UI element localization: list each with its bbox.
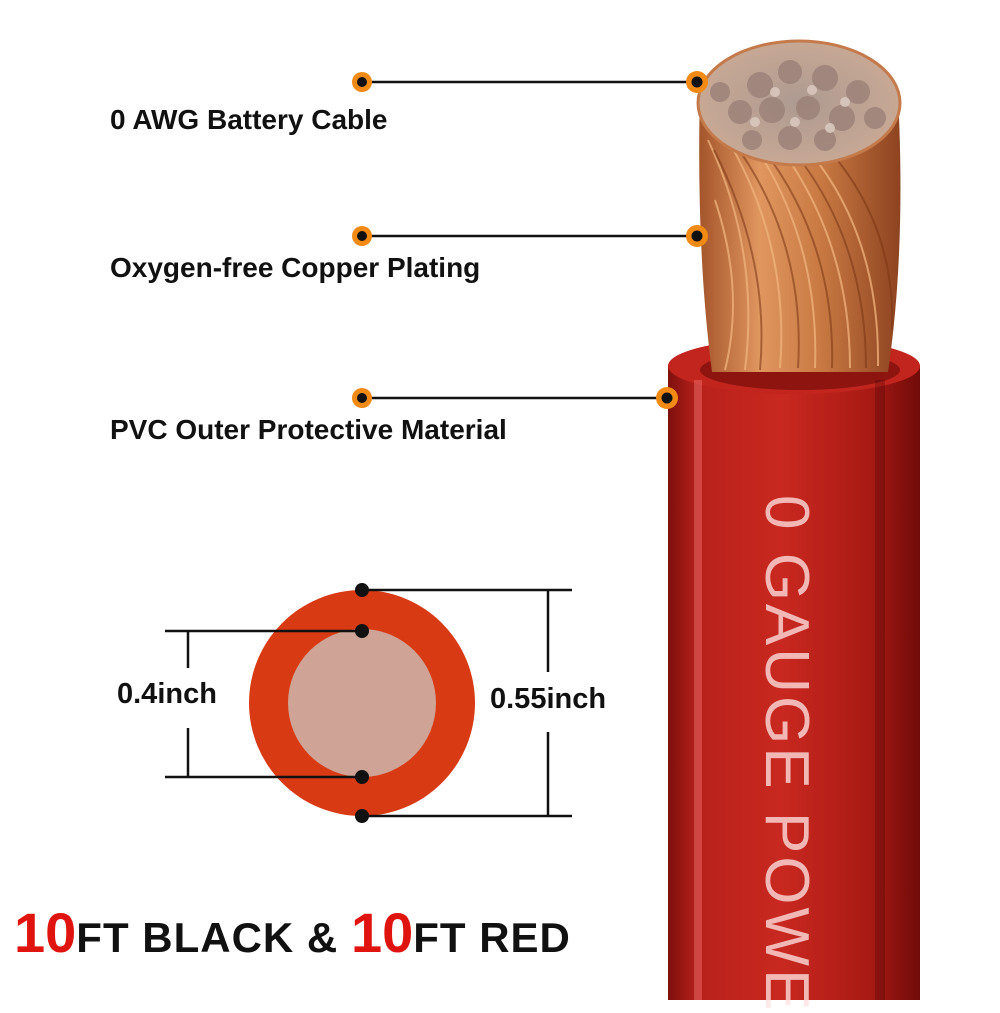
callout-label-copper-plating: Oxygen-free Copper Plating bbox=[110, 252, 481, 283]
length-number-black: 10 bbox=[14, 901, 77, 964]
length-banner: 10FT BLACK & 10FT RED bbox=[14, 905, 571, 961]
callout-label-battery-cable: 0 AWG Battery Cable bbox=[110, 104, 388, 135]
copper-strands bbox=[696, 39, 902, 372]
callout-copper-plating bbox=[352, 225, 708, 247]
callout-pvc-jacket bbox=[352, 387, 678, 409]
cable-print-text: 0 GAUGE POWE bbox=[752, 495, 821, 1013]
cable-cross-section bbox=[249, 590, 475, 816]
outer-diameter-dimension bbox=[355, 583, 572, 823]
conductor-core bbox=[288, 629, 436, 777]
length-text-red: FT RED bbox=[413, 914, 571, 961]
callout-battery-cable bbox=[352, 71, 708, 93]
length-text-black: FT BLACK & bbox=[76, 914, 351, 961]
outer-diameter-label: 0.55inch bbox=[490, 683, 607, 715]
inner-diameter-dimension bbox=[165, 624, 369, 784]
callout-label-pvc-jacket: PVC Outer Protective Material bbox=[110, 414, 507, 445]
length-number-red: 10 bbox=[350, 901, 414, 964]
inner-diameter-label: 0.4inch bbox=[117, 678, 217, 710]
